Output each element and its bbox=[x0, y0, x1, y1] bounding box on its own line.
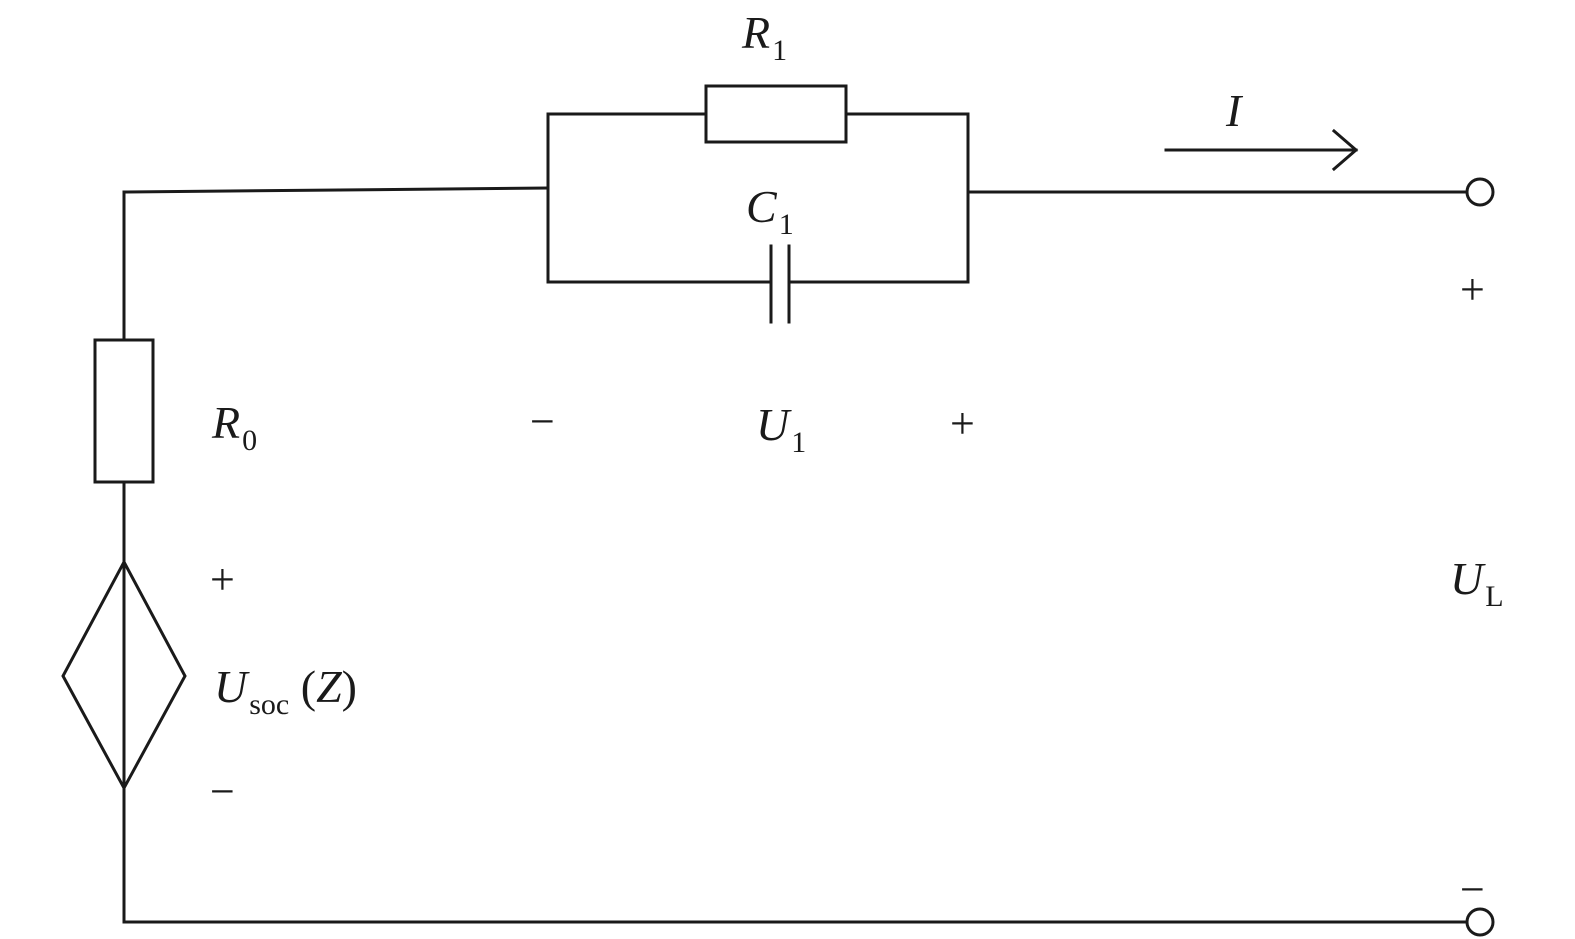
wire-top-left bbox=[122, 186, 550, 194]
label-usoc: Usoc (Z) bbox=[214, 661, 357, 720]
label-c1: C1 bbox=[746, 181, 794, 240]
label-r1: R1 bbox=[742, 7, 787, 66]
label-usoc-arg: Z bbox=[316, 661, 342, 712]
label-r0-symbol: R bbox=[212, 397, 241, 448]
terminal-bottom bbox=[1465, 907, 1495, 937]
label-current: I bbox=[1226, 85, 1242, 136]
resistor-r0 bbox=[93, 338, 155, 484]
current-arrow bbox=[1164, 128, 1359, 172]
resistor-r1 bbox=[704, 84, 848, 144]
ul-plus-sign: + bbox=[1460, 265, 1485, 314]
source-plus-sign: + bbox=[210, 555, 235, 604]
label-ul: UL bbox=[1450, 553, 1504, 612]
label-u1-symbol: U bbox=[756, 399, 790, 450]
label-r1-sub: 1 bbox=[772, 34, 788, 67]
label-c1-symbol: C bbox=[746, 181, 777, 232]
source-minus-sign: − bbox=[210, 767, 235, 816]
label-ul-sub: L bbox=[1485, 580, 1504, 613]
label-usoc-open-paren: ( bbox=[300, 661, 317, 712]
label-c1-sub: 1 bbox=[778, 208, 794, 241]
label-usoc-close-paren: ) bbox=[341, 661, 357, 712]
u1-minus-sign: − bbox=[530, 397, 555, 446]
label-ul-symbol: U bbox=[1450, 553, 1484, 604]
label-r1-symbol: R bbox=[742, 7, 771, 58]
label-u1: U1 bbox=[756, 399, 806, 458]
label-u1-sub: 1 bbox=[791, 426, 807, 459]
terminal-top bbox=[1465, 177, 1495, 207]
label-usoc-symbol: U bbox=[214, 661, 248, 712]
label-r0-sub: 0 bbox=[242, 424, 258, 457]
label-r0: R0 bbox=[212, 397, 257, 456]
label-usoc-sub: soc bbox=[249, 688, 290, 721]
ul-minus-sign: − bbox=[1460, 865, 1485, 914]
u1-plus-sign: + bbox=[950, 399, 975, 448]
